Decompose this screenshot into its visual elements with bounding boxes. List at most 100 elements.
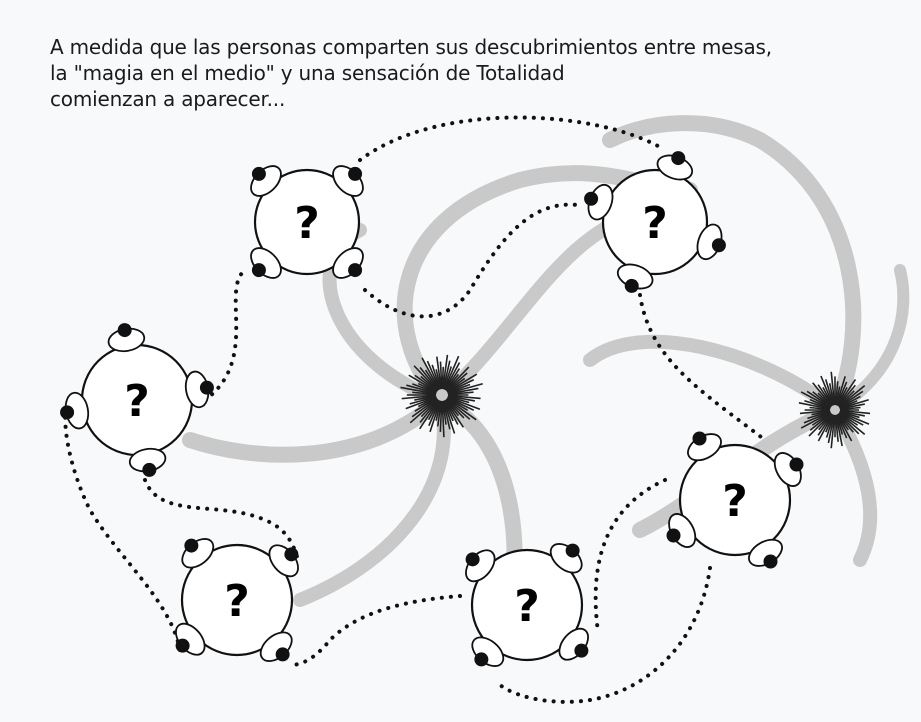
burst-ray (443, 400, 456, 434)
burst-ray (439, 361, 443, 390)
question-mark-icon: ? (124, 376, 150, 427)
person-head (348, 166, 363, 181)
burst-ray (837, 390, 855, 408)
person-head (275, 647, 290, 662)
burst-ray (809, 406, 831, 411)
burst-ray (818, 413, 833, 431)
burst-ray (400, 386, 437, 395)
burst-ray (445, 372, 468, 392)
person-head (763, 554, 778, 569)
dotted-path (363, 202, 580, 319)
burst-ray (812, 382, 833, 407)
burst-ray (798, 402, 831, 410)
burst-ray (414, 395, 437, 401)
burst-ray (806, 390, 832, 408)
burst-ray (409, 398, 439, 424)
burst-ray (837, 413, 854, 433)
magic-burst-icon (400, 354, 483, 438)
burst-ray (839, 400, 858, 409)
burst-ray (838, 412, 859, 426)
person-head (175, 638, 190, 653)
burst-ray (401, 394, 437, 400)
burst-ray (825, 414, 834, 433)
burst-ray (409, 395, 437, 405)
question-mark-icon: ? (514, 581, 540, 632)
burst-ray (420, 375, 439, 392)
person-head (624, 278, 639, 293)
burst-ray (820, 375, 834, 406)
burst-ray (443, 355, 460, 390)
burst-ray (822, 387, 834, 406)
burst-ray (442, 400, 451, 430)
burst-ray (835, 414, 844, 435)
burst-ray (837, 378, 857, 407)
burst-ray (447, 395, 470, 404)
people-ring (60, 323, 214, 477)
burst-ray (838, 385, 866, 408)
burst-ray (447, 382, 483, 395)
burst-ray (420, 398, 439, 418)
dotted-path (638, 293, 767, 442)
burst-ray (834, 414, 839, 442)
dotted-path (143, 478, 300, 562)
burst-ray (836, 414, 853, 442)
person-head (666, 528, 681, 543)
burst-ray (442, 360, 451, 390)
burst-ray (830, 414, 836, 449)
table-top (470, 548, 584, 662)
burst-ray (838, 412, 866, 435)
caption-line-2: la "magia en el medio" y una sensación d… (50, 61, 565, 85)
swirl-arm (583, 334, 842, 417)
burst-ray (443, 366, 453, 390)
burst-ray (830, 371, 836, 406)
person-head (584, 191, 599, 206)
person-head (199, 380, 214, 395)
burst-ray (447, 391, 474, 396)
burst-ray (839, 406, 861, 411)
table-top (180, 543, 294, 657)
burst-ray (817, 384, 833, 407)
cafe-table: ? (60, 323, 214, 477)
dotted-path (498, 566, 712, 704)
person-head (251, 263, 266, 278)
person-head (474, 652, 489, 667)
burst-ray (447, 394, 481, 400)
people-ring (250, 165, 364, 279)
caption-line-1: A medida que las personas comparten sus … (50, 35, 772, 59)
burst-ray (839, 411, 864, 426)
dotted-paths (63, 115, 767, 704)
cafe-table: ? (175, 538, 299, 662)
caption-text: A medida que las personas comparten sus … (50, 34, 910, 112)
burst-ray (799, 409, 831, 415)
burst-ray (446, 397, 477, 421)
burst-ray (419, 399, 440, 430)
burst-ray (447, 379, 475, 394)
burst-ray (428, 400, 441, 427)
question-mark-icon: ? (294, 198, 320, 249)
cafe-table: ? (465, 543, 589, 667)
burst-ray (435, 400, 442, 421)
burst-ray (828, 383, 835, 406)
burst-ray (444, 399, 464, 428)
burst-ray (837, 384, 856, 407)
burst-ray (836, 414, 848, 439)
table-top (253, 168, 361, 276)
person-head (60, 405, 75, 420)
burst-ray (447, 383, 471, 394)
burst-ray (809, 398, 831, 409)
burst-ray (445, 366, 470, 392)
burst-ray (839, 410, 865, 417)
burst-ray (824, 379, 835, 406)
burst-ray (431, 364, 441, 390)
burst-ray (436, 356, 442, 390)
burst-ray (835, 376, 846, 406)
burst-ray (412, 383, 437, 394)
people-ring (175, 538, 299, 662)
burst-ray (441, 400, 445, 438)
table-top (678, 443, 792, 557)
burst-ray (419, 399, 439, 424)
burst-ray (839, 403, 865, 410)
burst-ray (834, 381, 839, 406)
people-ring (666, 431, 804, 569)
